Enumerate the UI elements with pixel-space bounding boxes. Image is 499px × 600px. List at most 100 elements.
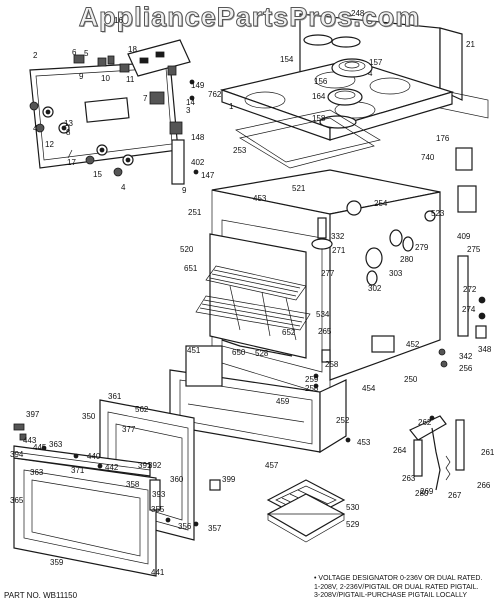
part-label: 397 <box>26 410 40 419</box>
part-label: 6 <box>72 48 77 57</box>
part-label: 148 <box>191 133 205 142</box>
part-label: 303 <box>389 269 403 278</box>
part-label: 377 <box>122 425 136 434</box>
part-label: 740 <box>421 153 435 162</box>
part-label: 453 <box>357 438 371 447</box>
part-label: 562 <box>135 405 149 414</box>
part-label: 358 <box>126 480 140 489</box>
part-label: 254 <box>374 199 388 208</box>
part-label: 256 <box>459 364 473 373</box>
part-label: 348 <box>478 345 492 354</box>
part-label: 7 <box>143 94 148 103</box>
watermark-logo: AppliancePartsPros.com <box>78 2 421 33</box>
part-label: 279 <box>415 243 429 252</box>
part-label: 263 <box>402 474 416 483</box>
part-label: 402 <box>191 158 205 167</box>
part-label: 355 <box>151 505 165 514</box>
part-label: 261 <box>481 448 495 457</box>
part-label: 274 <box>462 305 476 314</box>
part-label: 1 <box>229 102 234 111</box>
part-label: 361 <box>108 392 122 401</box>
part-label: 18 <box>128 45 137 54</box>
part-label: 409 <box>457 232 471 241</box>
oven-door-assembly <box>13 373 351 577</box>
part-label: 399 <box>222 475 236 484</box>
part-label: 363 <box>30 468 44 477</box>
part-label: 4 <box>368 69 373 78</box>
cabinet-body <box>211 169 487 397</box>
part-label: 452 <box>406 340 420 349</box>
part-label: 9 <box>182 186 187 195</box>
part-label: 762 <box>208 90 222 99</box>
part-label: 459 <box>276 397 290 406</box>
voltage-note-line-1: • VOLTAGE DESIGNATOR 0-236V OR DUAL RATE… <box>314 575 483 582</box>
part-label: 158 <box>312 114 326 123</box>
part-label: 394 <box>10 450 24 459</box>
storage-drawer <box>169 345 347 454</box>
part-label: 528 <box>255 349 269 358</box>
part-label: 357 <box>208 524 222 533</box>
part-label: 154 <box>280 55 294 64</box>
part-label: 523 <box>431 209 445 218</box>
part-label: 157 <box>369 58 383 67</box>
part-label: 259 <box>305 375 319 384</box>
part-label: 10 <box>101 74 110 83</box>
part-label: 443 <box>23 436 37 445</box>
cooktop-assembly <box>219 13 489 213</box>
part-label: 248 <box>351 9 365 18</box>
part-label: 265 <box>318 327 332 336</box>
part-label: 12 <box>45 140 54 149</box>
part-label: 302 <box>368 284 382 293</box>
part-label: 520 <box>180 245 194 254</box>
part-label: 21 <box>466 40 475 49</box>
part-label: 176 <box>436 134 450 143</box>
part-label: 251 <box>188 208 202 217</box>
part-label: 156 <box>314 77 328 86</box>
part-label: 275 <box>467 245 481 254</box>
part-label: 269 <box>420 487 434 496</box>
oven-racks <box>195 233 331 363</box>
part-label: 652 <box>282 328 296 337</box>
door-hinges <box>409 415 465 491</box>
part-label: 258 <box>305 384 319 393</box>
part-label: 457 <box>265 461 279 470</box>
part-label: 4 <box>33 124 38 133</box>
part-label: 266 <box>477 481 491 490</box>
part-label: 271 <box>332 246 346 255</box>
part-label: 365 <box>10 496 24 505</box>
part-label: 442 <box>105 463 119 472</box>
part-label: 342 <box>459 352 473 361</box>
part-label: 2 <box>33 51 38 60</box>
part-label: 332 <box>331 232 345 241</box>
part-label: 441 <box>151 568 165 577</box>
part-label: 149 <box>191 81 205 90</box>
part-label: 14 <box>186 98 195 107</box>
control-panel-assembly <box>29 39 199 185</box>
part-label: 8 <box>66 128 71 137</box>
part-label: 534 <box>316 310 330 319</box>
part-label: 451 <box>187 346 201 355</box>
part-label: 650 <box>232 348 246 357</box>
broiler-pan <box>266 479 346 543</box>
part-label: 277 <box>321 269 335 278</box>
part-label: 253 <box>233 146 247 155</box>
part-label: 454 <box>362 384 376 393</box>
part-label: 252 <box>336 416 350 425</box>
part-label: 258 <box>325 360 339 369</box>
part-label: 262 <box>418 418 432 427</box>
part-label: 11 <box>126 75 135 84</box>
part-label: 267 <box>448 491 462 500</box>
part-label: 363 <box>49 440 63 449</box>
part-label: 440 <box>87 452 101 461</box>
part-label: 651 <box>184 264 198 273</box>
part-label: 371 <box>71 466 85 475</box>
part-label: 272 <box>463 285 477 294</box>
part-label: 391 <box>138 461 152 470</box>
part-label: 250 <box>404 375 418 384</box>
part-label: 3 <box>186 106 191 115</box>
part-label: 393 <box>152 490 166 499</box>
part-label: 359 <box>50 558 64 567</box>
part-label: 445 <box>33 443 47 452</box>
part-label: 350 <box>82 412 96 421</box>
voltage-note-line-2: 1-208V, 2-236V/PIGTAIL OR DUAL RATED PIG… <box>314 584 479 591</box>
